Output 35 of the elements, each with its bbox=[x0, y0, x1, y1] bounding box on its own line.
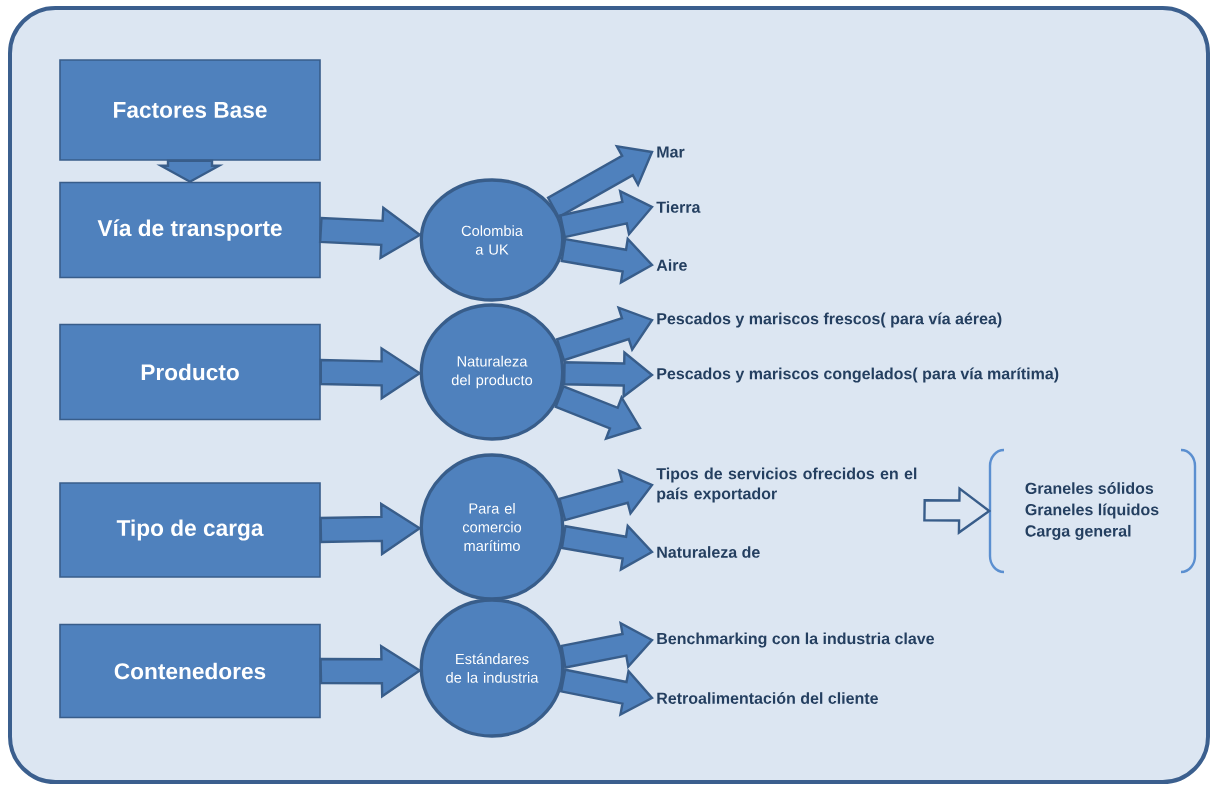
block-arrow bbox=[318, 205, 423, 260]
block-arrow bbox=[156, 159, 224, 184]
process-box: Vía de transporte bbox=[59, 181, 321, 279]
block-arrow bbox=[319, 346, 422, 401]
ellipse-node: Naturaleza del producto bbox=[419, 303, 565, 441]
item-text: Mar bbox=[657, 146, 685, 158]
block-arrow bbox=[558, 468, 654, 522]
ellipse-node: Colombia a UK bbox=[419, 178, 565, 302]
item-text: Pescados y mariscos congelados( para vía marítima) bbox=[657, 367, 1059, 383]
process-box: Producto bbox=[59, 323, 321, 421]
item-text: Aire bbox=[656, 259, 687, 271]
block-arrow bbox=[923, 486, 992, 535]
item-text: Retroalimentación del cliente bbox=[657, 692, 878, 704]
block-arrow bbox=[555, 305, 654, 362]
item-text: Benchmarking con la industria clave bbox=[657, 632, 934, 648]
block-arrow bbox=[562, 349, 654, 399]
process-box: Tipo de carga bbox=[59, 482, 321, 578]
block-arrow bbox=[558, 188, 654, 239]
bracketed-list: Graneles sólidos Graneles líquidos Carga general bbox=[988, 448, 1197, 574]
block-arrow bbox=[560, 523, 654, 572]
block-arrow bbox=[546, 144, 654, 219]
item-text: Tipos de servicios ofrecidos en el país exportador bbox=[656, 467, 917, 503]
block-arrow bbox=[319, 644, 422, 699]
item-text: Pescados y mariscos frescos( para vía aérea) bbox=[657, 312, 1002, 328]
ellipse-node: Estándares de la industria bbox=[419, 598, 565, 738]
item-text: Tierra bbox=[656, 201, 701, 213]
block-arrow bbox=[319, 501, 422, 557]
ellipse-node: Para el comercio marítimo bbox=[419, 453, 565, 601]
process-box: Contenedores bbox=[59, 623, 321, 719]
block-arrow bbox=[554, 384, 642, 441]
block-arrow bbox=[560, 620, 654, 670]
block-arrow bbox=[559, 668, 654, 717]
item-text: Naturaleza de bbox=[657, 546, 760, 558]
process-box: Factores Base bbox=[59, 59, 321, 161]
block-arrow bbox=[560, 236, 654, 285]
